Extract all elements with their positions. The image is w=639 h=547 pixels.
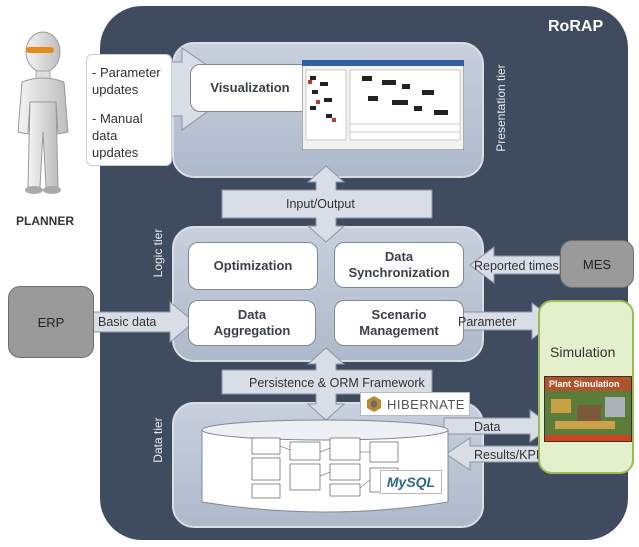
- visualization-screenshot: [302, 60, 464, 150]
- reported-times-label: Reported times: [474, 259, 559, 273]
- parameter-updates-label: - Parameter updates: [92, 65, 161, 97]
- mes-label: MES: [582, 256, 612, 272]
- planner-inputs-box: [86, 54, 172, 166]
- data-aggregation-box: Data Aggregation: [188, 300, 316, 346]
- reported-times-arrow: [469, 246, 561, 284]
- plant-simulation-image: [545, 391, 631, 441]
- plant-simulation-title: Plant Simulation: [545, 377, 631, 391]
- data-synchronization-box: Data Synchronization: [334, 242, 464, 288]
- database-cylinder: [201, 419, 449, 513]
- basic-data-label: Basic data: [98, 315, 157, 329]
- manual-data-updates-label: - Manual data updates: [92, 111, 143, 160]
- erp-node: ERP: [8, 286, 94, 358]
- input-output-arrow: [221, 165, 433, 243]
- hibernate-icon: [367, 396, 381, 412]
- persistence-label: Persistence & ORM Framework: [249, 376, 425, 390]
- planner-figure: [17, 31, 69, 194]
- results-kpi-label: Results/KPI: [474, 448, 540, 462]
- simulation-label: Simulation: [550, 344, 616, 360]
- hibernate-logo-text: HIBERNATE: [387, 396, 465, 412]
- planner-label: PLANNER: [16, 214, 75, 228]
- mysql-logo-text: MySQL: [386, 474, 436, 490]
- hibernate-logo: HIBERNATE: [360, 392, 470, 416]
- mes-node: MES: [560, 240, 634, 288]
- basic-data-arrow: [91, 300, 195, 344]
- plant-simulation-screenshot: Plant Simulation: [544, 376, 632, 442]
- mysql-logo: MySQL: [380, 470, 442, 494]
- data-label: Data: [474, 420, 501, 434]
- scenario-management-box: Scenario Management: [334, 300, 464, 346]
- parameter-label: Parameter: [458, 315, 517, 329]
- system-title: RoRAP: [548, 18, 604, 35]
- input-output-label: Input/Output: [286, 197, 355, 211]
- visualization-box: Visualization: [190, 64, 310, 112]
- erp-label: ERP: [37, 314, 65, 330]
- optimization-box: Optimization: [188, 242, 318, 290]
